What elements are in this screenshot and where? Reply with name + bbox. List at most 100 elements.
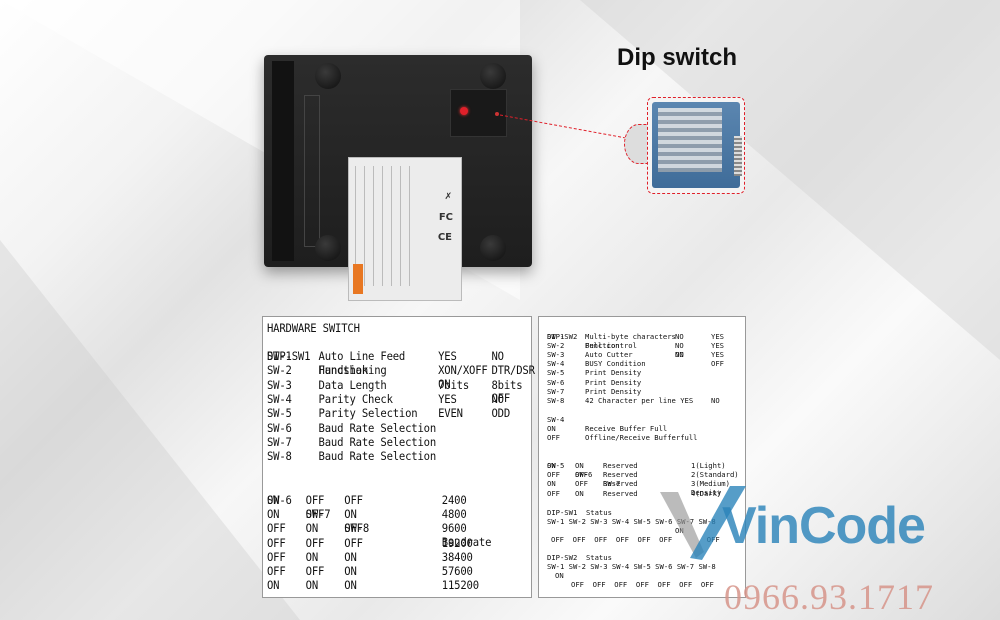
status1-title: DIP-SW1 Status <box>547 508 612 517</box>
table-header: DIP-SW2 Function ON OFF <box>547 323 724 377</box>
table-cell: OFF <box>547 470 560 480</box>
table-cell: Parity Selection <box>318 406 418 421</box>
table-cell: SW-3 <box>547 350 565 360</box>
printer-rail <box>304 95 320 247</box>
status2-switches: SW-1 SW-2 SW-3 SW-4 SW-5 SW-6 SW-7 SW-8 <box>547 562 716 571</box>
table-cell: ON <box>305 521 319 536</box>
table-cell: 42 Character per line YES <box>585 395 694 405</box>
dip-switch-title: Dip switch <box>617 44 738 71</box>
density-header: SW-5 SW-6 SW-7 Density <box>547 452 721 506</box>
table-cell: Data Length <box>318 377 387 392</box>
table-cell: Baud Rate Selection <box>318 434 437 449</box>
header-cell: SW-7 <box>603 479 621 488</box>
table-cell: Print Density <box>585 368 642 378</box>
table-cell: SW-6 <box>267 420 292 435</box>
table-cell: Reserved <box>603 470 638 480</box>
table-cell: ON <box>267 578 280 593</box>
background-facet <box>0 240 300 620</box>
table-cell: Print Density <box>585 377 642 387</box>
table-cell: OFF <box>267 535 286 550</box>
watermark-brand: VinCode <box>722 497 926 555</box>
table-cell: 57600 <box>441 564 473 578</box>
table-cell: SW-6 <box>547 377 565 387</box>
table-cell: OFF <box>305 493 325 507</box>
table-cell: Multi-byte characters <box>585 332 676 341</box>
table-cell: ON <box>267 507 280 522</box>
table-header: DIP-SW1 Function ON OFF <box>267 335 510 419</box>
header-cell: Function <box>585 341 620 350</box>
header-cell: ON <box>675 350 684 359</box>
header-cell: SW-6 <box>267 493 292 507</box>
table-cell: ON <box>547 424 556 433</box>
table-cell: NO <box>711 395 720 405</box>
table-cell: Baud Rate Selection <box>318 449 437 464</box>
table-cell: SW-4 <box>267 391 292 406</box>
table-cell: OFF <box>305 507 325 522</box>
table-cell: YES <box>438 391 457 406</box>
watermark: VinCode 0966.93.1717 <box>660 484 1000 620</box>
table-cell: OFF <box>344 535 363 550</box>
table-cell: BUSY Condition <box>585 359 646 369</box>
table-cell: Reserved <box>603 479 638 489</box>
table-cell: Receive Buffer Full <box>585 424 668 433</box>
table-cell: NO <box>491 349 504 363</box>
table-cell: SW-3 <box>267 377 292 392</box>
rubber-foot <box>315 235 341 261</box>
table-cell: 4(Dark) <box>691 488 722 498</box>
fc-mark: FC <box>438 212 453 223</box>
watermark-phone: 0966.93.1717 <box>724 577 934 617</box>
table-cell: OFF <box>575 470 588 480</box>
dip-sw2-table: DIP-SW2 Function ON OFF SW-1 Multi-byte c… <box>538 316 746 598</box>
table-cell: 1(Light) <box>691 461 726 470</box>
header-cell: SW-8 <box>344 521 370 535</box>
table-cell: 3(Medium) <box>691 479 730 489</box>
table-cell: SW-1 <box>547 332 565 341</box>
table-cell: Parity Check <box>318 391 393 406</box>
table-cell: ON <box>344 507 357 522</box>
status2-on: ON <box>555 571 564 580</box>
busy-title: SW-4 <box>547 415 565 424</box>
table-cell: SW-2 <box>267 363 292 378</box>
table-cell: NO <box>675 332 684 341</box>
ce-mark: CE <box>437 232 452 243</box>
status2-title: DIP-SW2 Status <box>547 553 612 562</box>
table-cell: SW-8 <box>547 395 565 405</box>
header-cell: DIP-SW1 <box>267 349 311 363</box>
header-cell: OFF <box>711 359 724 368</box>
table-cell: ODD <box>491 406 511 421</box>
table-cell: DTR/DSR <box>491 363 535 378</box>
dip-switch-zoom <box>647 97 745 194</box>
table-cell: OFF <box>575 479 588 489</box>
table-cell: OFF <box>344 521 363 536</box>
table-cell: YES <box>711 332 724 341</box>
header-cell: SW-6 <box>575 470 593 479</box>
printer-bottom-photo: ✗ FC CE <box>264 55 532 301</box>
orange-tag <box>353 264 363 294</box>
label-text-lines <box>355 166 415 286</box>
table-cell: Handshaking <box>318 363 387 378</box>
table-cell: YES <box>711 350 724 360</box>
baud-header: SW-6 SW-7 SW-8 Baudrate <box>267 479 491 563</box>
connector-pins <box>734 136 742 176</box>
table-cell: ON <box>575 488 584 498</box>
table-cell: ON <box>344 549 357 564</box>
table-cell: 2(Standard) <box>691 470 739 480</box>
table-cell: Reserved <box>603 461 638 470</box>
header-cell: SW-7 <box>305 507 331 521</box>
dip-switch-marker <box>460 107 468 115</box>
table-cell: SW-7 <box>267 434 292 449</box>
table-cell: 7bits <box>438 377 470 392</box>
table-cell: 4800 <box>441 507 467 522</box>
table-cell: OFF <box>305 535 325 550</box>
table-cell: ON <box>547 461 556 470</box>
dip-switch-marker <box>495 112 499 116</box>
table-cell: OFF <box>547 433 560 443</box>
table-cell: ON <box>547 479 556 489</box>
table-cell: YES <box>438 349 457 363</box>
table-cell: OFF <box>344 493 363 507</box>
table-cell: NO <box>675 350 684 360</box>
table-cell: XON/XOFF <box>438 363 488 378</box>
header-cell: Baudrate <box>441 535 492 549</box>
table-cell: ON <box>267 493 280 507</box>
table-cell: Reserved <box>603 488 638 498</box>
